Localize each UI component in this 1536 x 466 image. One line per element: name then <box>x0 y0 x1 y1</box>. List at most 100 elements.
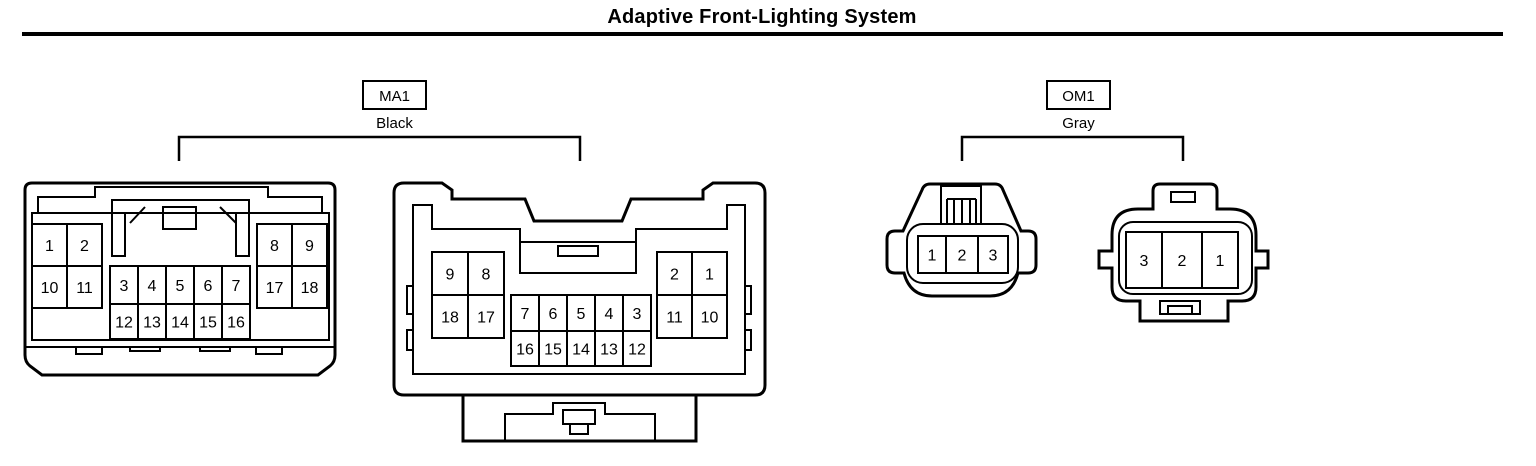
ma1-pin-6: 6 <box>193 265 223 305</box>
pin-number: 16 <box>227 315 245 332</box>
pin-number: 14 <box>171 315 189 332</box>
pin-cell <box>977 235 1009 274</box>
ma1-pin-3: 3 <box>622 294 652 332</box>
ma1-pin-16: 16 <box>221 303 251 340</box>
pin-number: 13 <box>143 315 161 332</box>
pin-number: 1 <box>928 248 937 265</box>
pin-number: 9 <box>305 238 314 255</box>
pin-number: 9 <box>446 267 455 284</box>
pin-number: 5 <box>176 278 185 295</box>
pin-cell <box>221 303 251 340</box>
om1-color: Gray <box>1062 115 1095 132</box>
pin-number: 2 <box>1178 253 1187 270</box>
pin-number: 1 <box>45 238 54 255</box>
om1-a-housing <box>885 182 1038 298</box>
pin-number: 6 <box>204 278 213 295</box>
ma1-pin-18: 18 <box>291 265 328 309</box>
pin-number: 17 <box>477 310 495 327</box>
om1-b-housing <box>1097 182 1270 323</box>
om1-view-a: 1 2 3 <box>885 182 1038 298</box>
ma1-label-group: MA1 Black <box>177 80 582 161</box>
pin-number: 7 <box>521 306 530 323</box>
pin-number: 3 <box>633 306 642 323</box>
ma1-pin-4: 4 <box>594 294 624 332</box>
pin-number: 16 <box>516 342 534 359</box>
pin-number: 18 <box>441 310 459 327</box>
pin-cell <box>622 330 652 367</box>
ma1-pin-12: 12 <box>622 330 652 367</box>
pin-number: 10 <box>701 310 719 327</box>
ma1-pin-8: 8 <box>256 223 293 267</box>
om1-bracket <box>960 135 1185 161</box>
ma1-color: Black <box>376 115 413 132</box>
ma1-tag-box <box>362 80 427 110</box>
ma1-pin-8: 8 <box>467 251 505 296</box>
pin-number: 7 <box>232 278 241 295</box>
pin-cell <box>1201 231 1239 289</box>
pin-number: 2 <box>670 267 679 284</box>
ma1-pin-3: 3 <box>109 265 139 305</box>
pin-number: 2 <box>80 238 89 255</box>
ma1-pin-17: 17 <box>467 294 505 339</box>
pin-number: 8 <box>482 267 491 284</box>
pin-number: 11 <box>666 310 683 327</box>
pin-number: 11 <box>76 280 93 297</box>
ma1-b-housing <box>392 181 767 397</box>
ma1-pin-13: 13 <box>137 303 167 340</box>
pin-number: 17 <box>266 280 284 297</box>
pin-number: 13 <box>600 342 618 359</box>
ma1-pin-1: 1 <box>691 251 728 296</box>
ma1-pin-11: 11 <box>66 265 103 309</box>
pin-number: 10 <box>41 280 59 297</box>
pin-number: 12 <box>115 315 133 332</box>
pin-cell <box>66 265 103 309</box>
ma1-pin-17: 17 <box>256 265 293 309</box>
ma1-pin-5: 5 <box>566 294 596 332</box>
ma1-pin-7: 7 <box>221 265 251 305</box>
pin-number: 12 <box>628 342 646 359</box>
ma1-tag: MA1 <box>379 88 410 105</box>
om1-label-group: OM1 Gray <box>960 80 1185 161</box>
ma1-a-latch <box>111 199 250 257</box>
ma1-pin-14: 14 <box>566 330 596 367</box>
om1-pin-3: 3 <box>977 235 1009 274</box>
pin-number: 4 <box>148 278 157 295</box>
ma1-pin-9: 9 <box>431 251 469 296</box>
om1-pin-2: 2 <box>945 235 979 274</box>
pin-number: 1 <box>1216 253 1225 270</box>
pin-number: 18 <box>301 280 319 297</box>
pin-number: 6 <box>549 306 558 323</box>
ma1-a-housing <box>23 181 337 377</box>
ma1-pin-2: 2 <box>66 223 103 267</box>
pin-number: 5 <box>577 306 586 323</box>
pin-number: 15 <box>544 342 562 359</box>
pin-cell <box>291 265 328 309</box>
ma1-pin-12: 12 <box>109 303 139 340</box>
om1-pin-1: 1 <box>917 235 947 274</box>
om1-pin-1: 1 <box>1201 231 1239 289</box>
pin-number: 15 <box>199 315 217 332</box>
page-title: Adaptive Front-Lighting System <box>607 6 917 28</box>
ma1-pin-10: 10 <box>31 265 68 309</box>
pin-cell <box>691 294 728 339</box>
title-rule <box>22 32 1503 36</box>
pin-number: 3 <box>989 248 998 265</box>
om1-pin-2: 2 <box>1161 231 1203 289</box>
ma1-pin-13: 13 <box>594 330 624 367</box>
ma1-pin-7: 7 <box>510 294 540 332</box>
pin-number: 14 <box>572 342 590 359</box>
pin-number: 1 <box>705 267 714 284</box>
ma1-pin-18: 18 <box>431 294 469 339</box>
ma1-bracket <box>177 135 582 161</box>
ma1-pin-16: 16 <box>510 330 540 367</box>
pin-number: 3 <box>120 278 129 295</box>
pin-number: 4 <box>605 306 614 323</box>
ma1-pin-1: 1 <box>31 223 68 267</box>
ma1-pin-10: 10 <box>691 294 728 339</box>
pin-number: 2 <box>958 248 967 265</box>
ma1-pin-5: 5 <box>165 265 195 305</box>
